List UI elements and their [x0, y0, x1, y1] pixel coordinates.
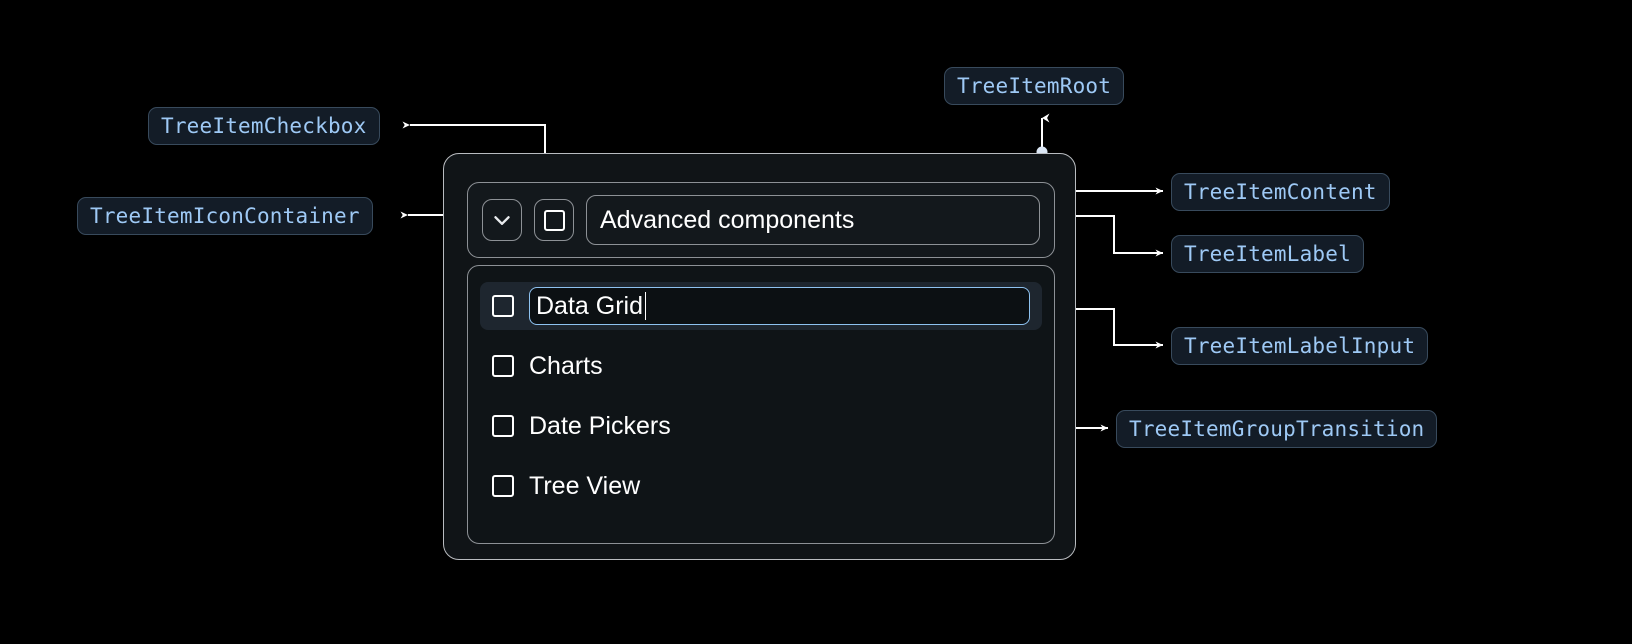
annotation-treeitem-label: TreeItemLabel — [1171, 235, 1364, 273]
checkbox-unchecked-icon[interactable] — [492, 355, 514, 377]
tree-item-data-grid[interactable]: Data Grid — [480, 282, 1042, 330]
checkbox-unchecked-icon[interactable] — [492, 295, 514, 317]
treeitem-checkbox[interactable] — [534, 199, 574, 241]
tree-item-charts[interactable]: Charts — [480, 342, 1042, 390]
treeitem-group-transition: Data Grid Charts Date Pickers Tree View — [467, 265, 1055, 544]
annotation-treeitem-content: TreeItemContent — [1171, 173, 1390, 211]
text-caret — [644, 292, 647, 320]
annotation-treeitem-checkbox: TreeItemCheckbox — [148, 107, 380, 145]
treeitem-label: Tree View — [529, 471, 641, 500]
label-input-value: Data Grid — [536, 291, 643, 320]
treeitem-label: Date Pickers — [529, 411, 671, 440]
treeitem-root[interactable]: Advanced components Data Grid Charts Dat… — [443, 153, 1076, 560]
treeitem-icon-container[interactable] — [482, 199, 522, 241]
chevron-down-icon — [489, 207, 515, 233]
treeitem-label: Charts — [529, 351, 603, 380]
annotation-treeitem-label-input: TreeItemLabelInput — [1171, 327, 1429, 365]
treeitem-label[interactable]: Advanced components — [586, 195, 1040, 245]
annotation-treeitem-root: TreeItemRoot — [944, 67, 1125, 105]
tree-item-date-pickers[interactable]: Date Pickers — [480, 402, 1042, 450]
checkbox-unchecked-icon — [543, 209, 565, 231]
checkbox-unchecked-icon[interactable] — [492, 415, 514, 437]
treeitem-content[interactable]: Advanced components — [467, 182, 1055, 258]
annotation-treeitem-group-transition: TreeItemGroupTransition — [1116, 410, 1438, 448]
annotation-treeitem-icon-container: TreeItemIconContainer — [77, 197, 373, 235]
treeitem-label-input[interactable]: Data Grid — [529, 287, 1030, 325]
checkbox-unchecked-icon[interactable] — [492, 475, 514, 497]
tree-item-tree-view[interactable]: Tree View — [480, 462, 1042, 510]
